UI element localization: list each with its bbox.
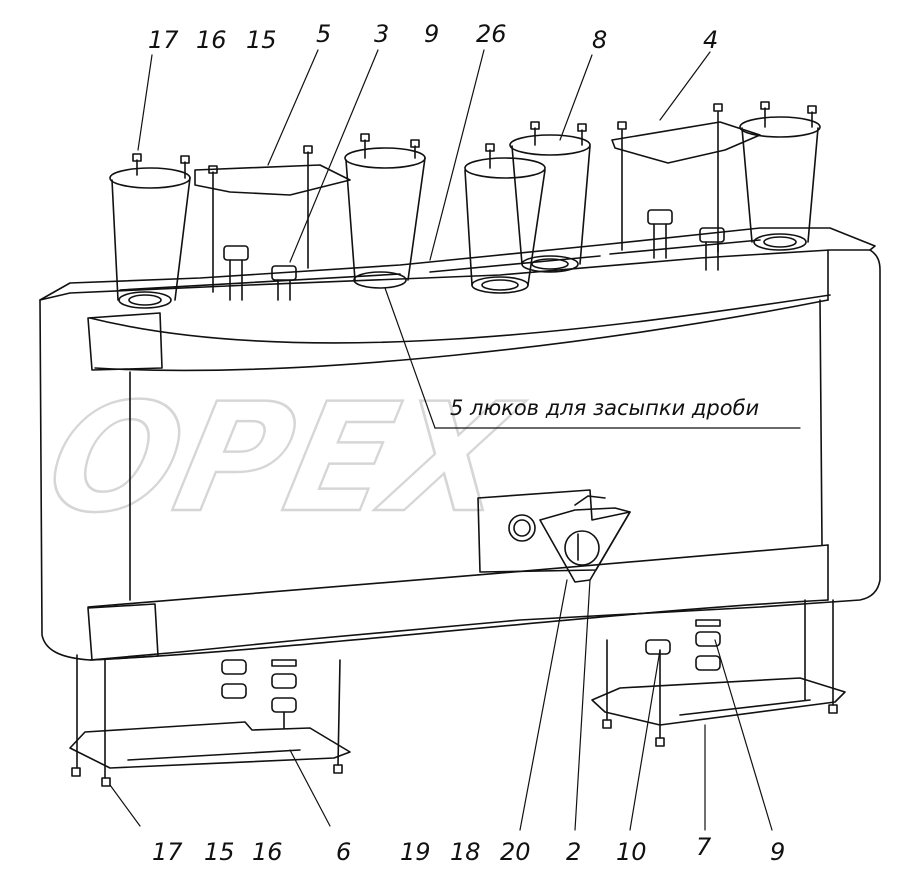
hatch-covers bbox=[109, 116, 821, 301]
callout-16-bottom: 16 bbox=[252, 838, 283, 866]
callout-20: 20 bbox=[500, 838, 531, 866]
top-fittings bbox=[223, 209, 725, 301]
leader-lines bbox=[109, 49, 801, 831]
callout-2: 2 bbox=[566, 838, 581, 866]
callout-16-top: 16 bbox=[196, 26, 227, 54]
plate-4 bbox=[611, 121, 761, 164]
hatch-annotation: 5 люков для засыпки дроби bbox=[450, 396, 759, 420]
callout-4: 4 bbox=[703, 26, 718, 54]
callout-5: 5 bbox=[316, 20, 331, 48]
callout-6: 6 bbox=[336, 838, 351, 866]
tank-body bbox=[39, 227, 881, 661]
callout-7: 7 bbox=[696, 833, 712, 861]
watermark: OPEX bbox=[34, 371, 534, 546]
top-bolts bbox=[132, 101, 817, 293]
bracket-7 bbox=[591, 599, 846, 747]
callout-15-bottom: 15 bbox=[204, 838, 235, 866]
callout-18: 18 bbox=[450, 838, 481, 866]
callout-9-top: 9 bbox=[424, 20, 439, 48]
callout-3: 3 bbox=[374, 20, 389, 48]
callout-10: 10 bbox=[616, 838, 647, 866]
callout-26: 26 bbox=[476, 20, 507, 48]
bracket-6 bbox=[69, 654, 351, 787]
bottom-callouts: 17 15 16 6 19 18 20 2 10 7 9 bbox=[152, 833, 785, 866]
callout-8: 8 bbox=[592, 26, 607, 54]
callout-17-top: 17 bbox=[148, 26, 179, 54]
service-plate bbox=[477, 489, 631, 583]
callout-17-bottom: 17 bbox=[152, 838, 183, 866]
callout-9-bottom: 9 bbox=[770, 838, 785, 866]
callout-19: 19 bbox=[400, 838, 431, 866]
top-callouts: 17 16 15 5 3 9 26 8 4 bbox=[148, 20, 718, 54]
plate-5 bbox=[194, 164, 351, 196]
callout-15-top: 15 bbox=[246, 26, 277, 54]
